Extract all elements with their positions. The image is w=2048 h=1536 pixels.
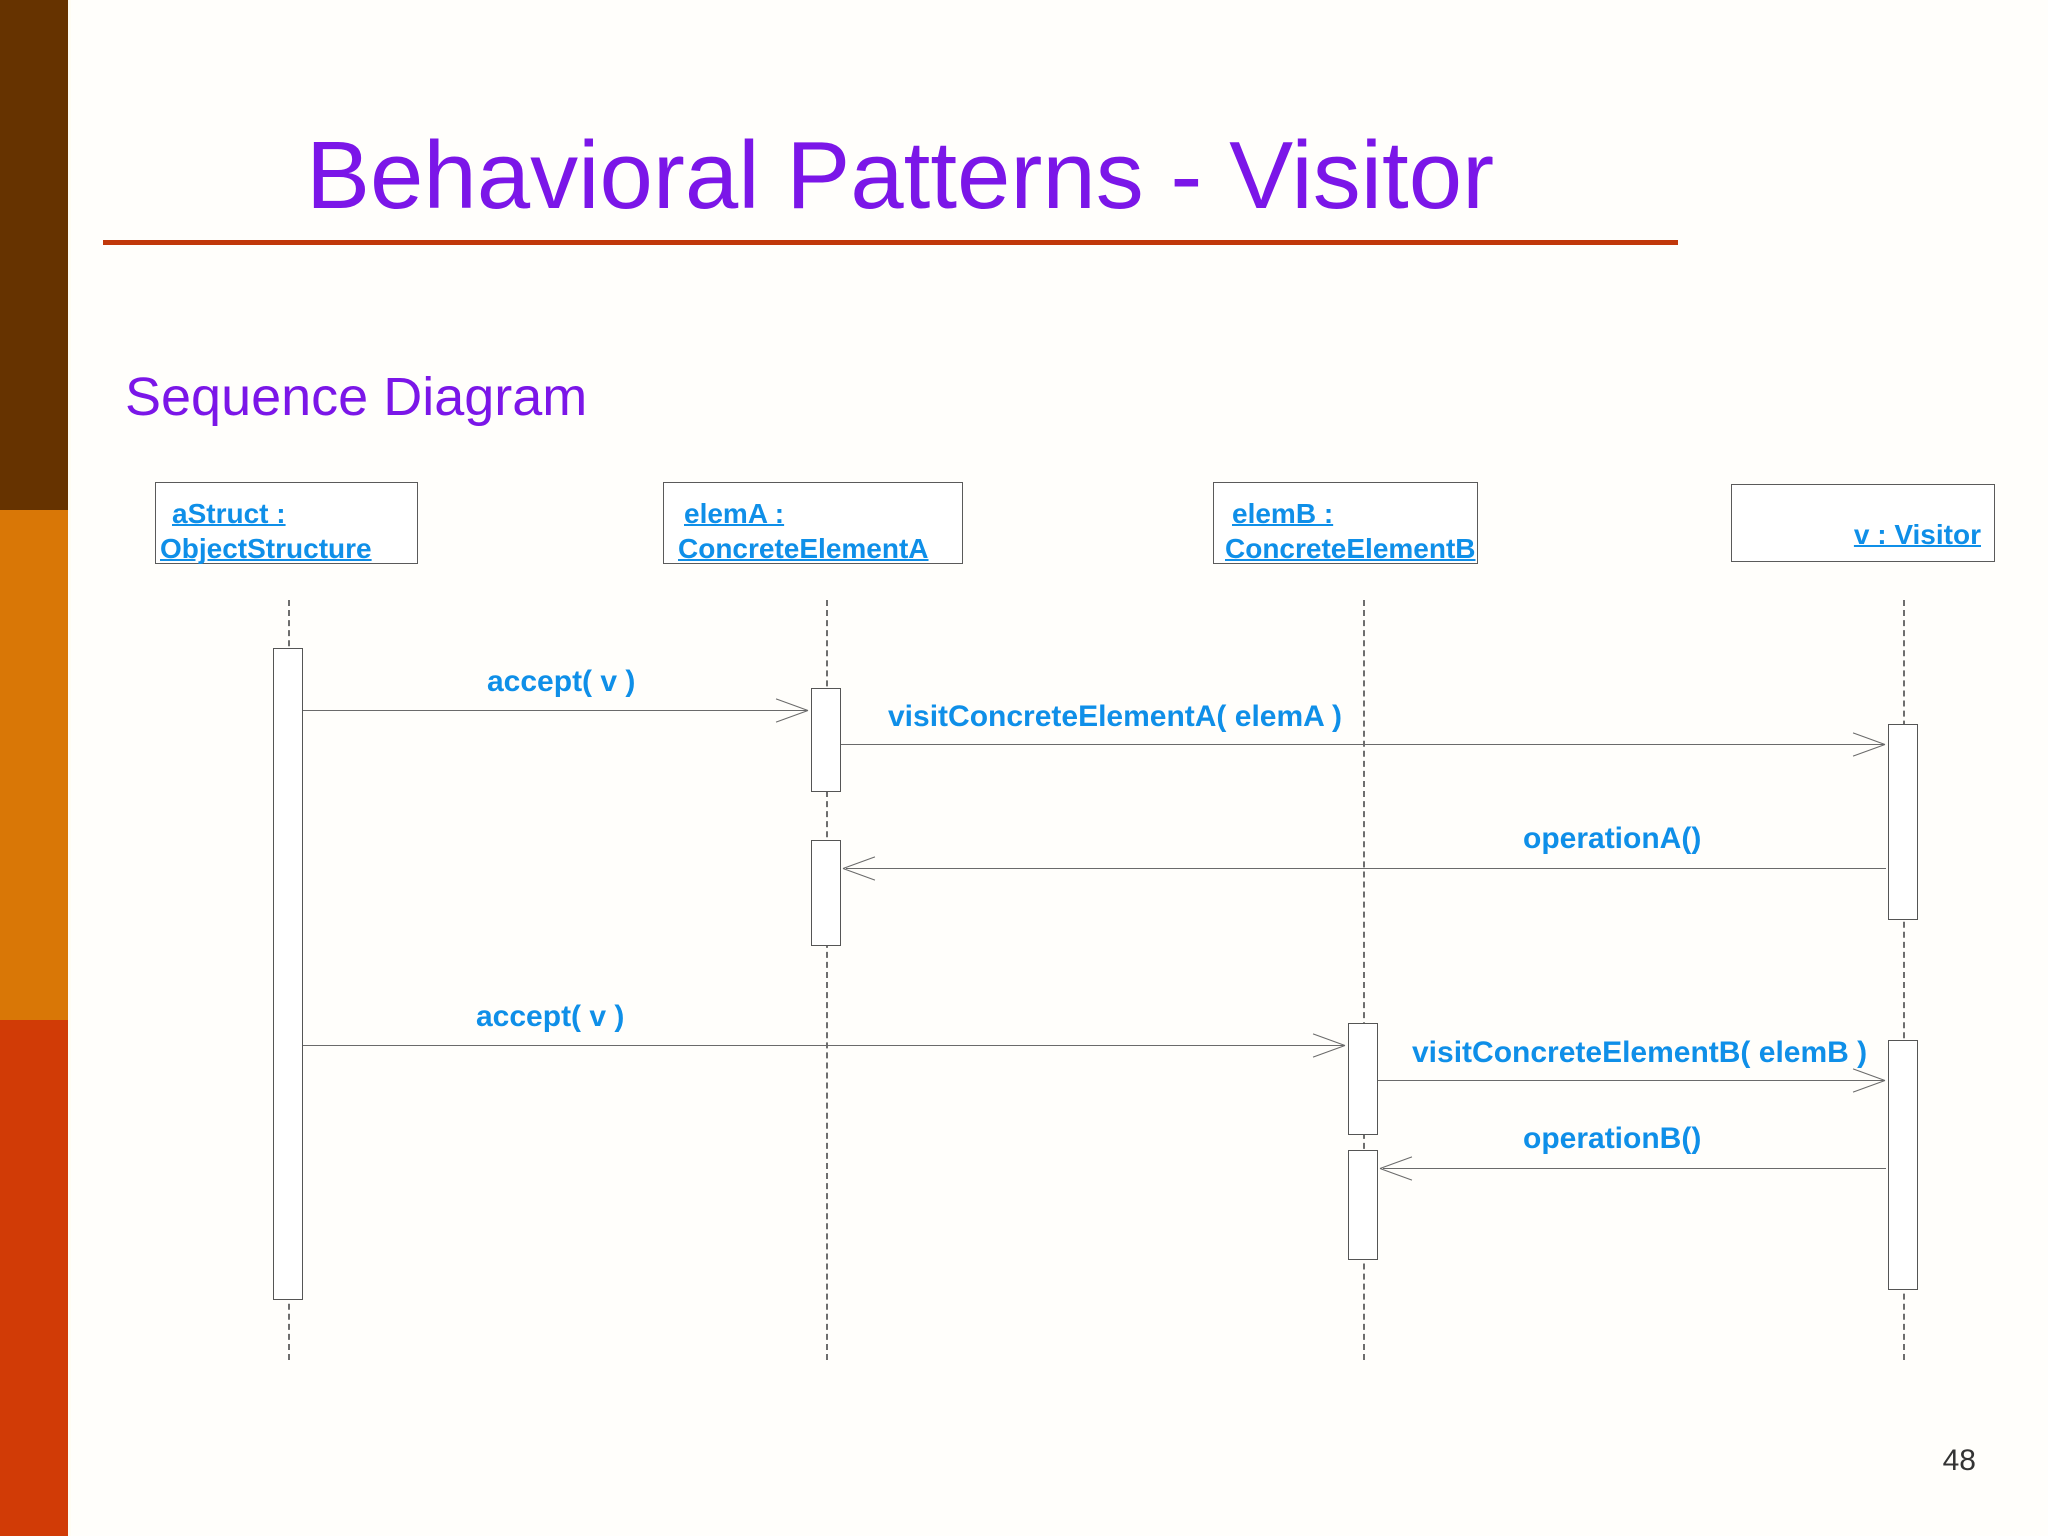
title-divider [103, 240, 1678, 245]
lifeline-elemb [1363, 600, 1365, 1360]
message-line-operation-a [846, 868, 1886, 869]
message-line-accept-b [303, 1045, 1345, 1046]
participant-label-elema-line1: elemA : [684, 498, 785, 529]
message-label-accept-a: accept( v ) [487, 665, 636, 698]
message-line-visit-a [841, 744, 1885, 745]
page-title: Behavioral Patterns - Visitor [305, 122, 1495, 229]
participant-label-elema-line2: ConcreteElementA [678, 533, 929, 564]
activation-elema-2 [811, 840, 841, 946]
message-line-operation-b [1383, 1168, 1886, 1169]
participant-label-visitor: v : Visitor [1853, 519, 1981, 550]
sidebar-band-light [0, 1020, 68, 1536]
activation-astruct [273, 648, 303, 1300]
participant-box-visitor[interactable] [1731, 484, 1995, 562]
message-line-accept-a [303, 710, 808, 711]
activation-elemb-2 [1348, 1150, 1378, 1260]
activation-elemb-1 [1348, 1023, 1378, 1135]
message-label-visit-a: visitConcreteElementA( elemA ) [888, 700, 1343, 733]
lifeline-visitor [1903, 600, 1905, 1360]
participant-box-elema[interactable] [663, 482, 963, 564]
message-label-operation-b: operationB() [1523, 1122, 1702, 1155]
participant-label-elemb-line2: ConcreteElementB [1225, 533, 1476, 564]
activation-visitor-2 [1888, 1040, 1918, 1290]
activation-visitor-1 [1888, 724, 1918, 920]
message-line-visit-b [1378, 1080, 1885, 1081]
participant-label-astruct-line1: aStruct : [172, 498, 286, 529]
activation-elema-1 [811, 688, 841, 792]
message-label-visit-b: visitConcreteElementB( elemB ) [1412, 1036, 1868, 1069]
participant-label-astruct-line2: ObjectStructure [160, 533, 372, 564]
message-label-accept-b: accept( v ) [476, 1000, 625, 1033]
message-label-operation-a: operationA() [1523, 822, 1702, 855]
lifeline-elema [826, 600, 828, 1360]
page-number: 48 [1942, 1444, 1976, 1477]
participant-label-elemb-line1: elemB : [1232, 498, 1334, 529]
participant-box-astruct[interactable] [155, 482, 418, 564]
participant-box-elemb[interactable] [1213, 482, 1478, 564]
slide-subtitle: Sequence Diagram [125, 367, 588, 427]
sidebar-band-mid [0, 510, 68, 1020]
sidebar-band-dark [0, 0, 68, 510]
sidebar-edge-highlight [68, 0, 71, 1536]
